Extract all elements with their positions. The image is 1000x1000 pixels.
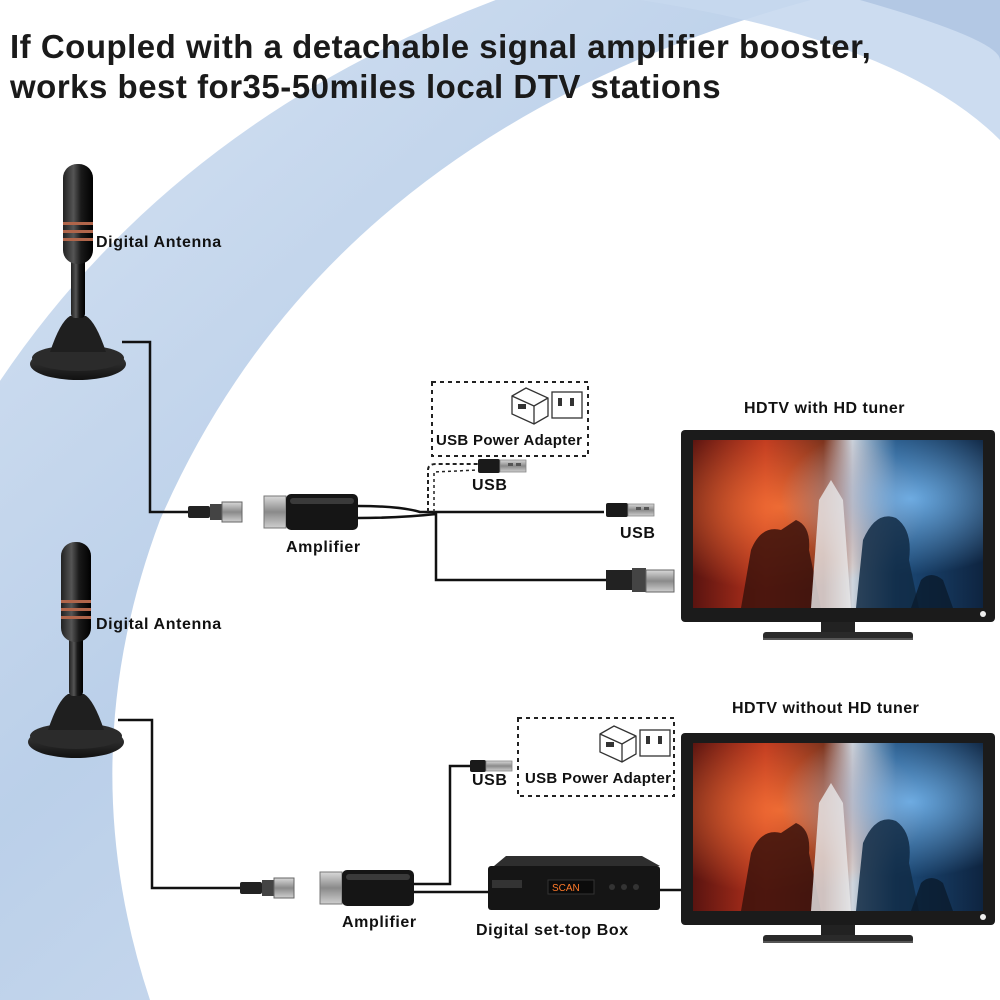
antenna-label-bottom: Digital Antenna [96,616,222,633]
usb-power-adapter-box [431,381,589,457]
coax-connector-icon-tv [606,568,675,593]
usb-label-bottom: USB [472,772,508,789]
stb-display: SCAN [552,883,580,894]
usb-label-adapter-top: USB [472,477,508,494]
tv-label-top: HDTV with HD tuner [744,400,905,417]
antenna-cable [122,340,188,514]
amplifier-label-top: Amplifier [286,539,361,556]
amplifier-label-bottom: Amplifier [342,914,417,931]
power-adapter-icon [599,725,671,763]
usb-power-adapter-box [517,717,675,797]
set-top-box-icon: SCAN [488,856,660,910]
power-adapter-icon [511,387,583,425]
usb-label-tv-top: USB [620,525,656,542]
usb-plug-icon-tv [605,502,655,518]
tv-icon [681,430,995,640]
tv-icon [681,733,995,943]
antenna-label-top: Digital Antenna [96,234,222,251]
set-top-box-label: Digital set-top Box [476,922,629,939]
coax-connector-icon [187,501,243,523]
usb-power-adapter-label-top: USB Power Adapter [436,432,583,449]
usb-plug-icon [470,760,513,772]
amplifier-icon [319,869,415,907]
coax-connector-icon [239,877,295,899]
usb-plug-icon [477,458,527,474]
amplifier-icon [263,493,359,531]
usb-power-adapter-label-bottom: USB Power Adapter [525,770,672,787]
page-title-line-2: works best for35-50miles local DTV stati… [10,68,722,105]
page-title-line-1: If Coupled with a detachable signal ampl… [10,28,872,65]
tv-label-bottom: HDTV without HD tuner [732,700,920,717]
